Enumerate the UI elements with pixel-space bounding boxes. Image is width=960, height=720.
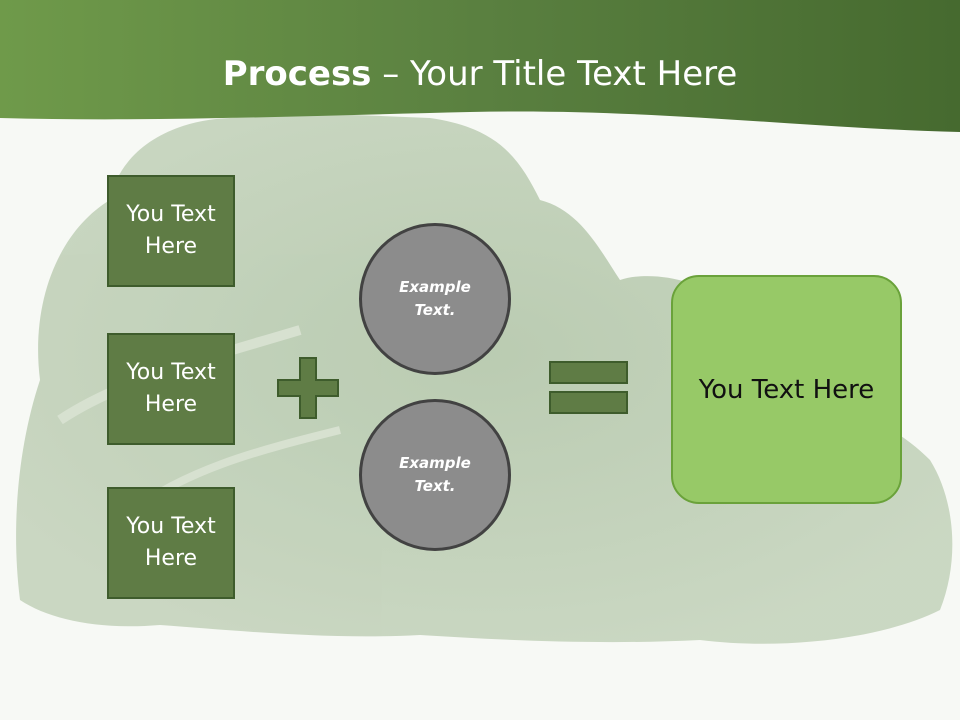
header-band — [0, 0, 960, 132]
page-title: Process – Your Title Text Here — [0, 52, 960, 96]
example-circle-1-label: Example Text. — [399, 278, 471, 319]
title-bold: Process — [222, 54, 372, 94]
result-box-label: You Text Here — [698, 374, 875, 405]
text-box-2[interactable]: You Text Here — [107, 333, 235, 445]
text-box-1-label: You Text Here — [126, 202, 216, 259]
plus-icon — [277, 357, 339, 419]
text-box-2-label: You Text Here — [126, 360, 216, 417]
example-circle-2[interactable]: Example Text. — [359, 399, 511, 551]
title-rest: – Your Title Text Here — [371, 54, 738, 94]
text-box-3[interactable]: You Text Here — [107, 487, 235, 599]
text-box-1[interactable]: You Text Here — [107, 175, 235, 287]
result-box[interactable]: You Text Here — [671, 275, 902, 504]
example-circle-1[interactable]: Example Text. — [359, 223, 511, 375]
equals-icon — [549, 361, 628, 414]
example-circle-2-label: Example Text. — [399, 454, 471, 495]
text-box-3-label: You Text Here — [126, 514, 216, 571]
